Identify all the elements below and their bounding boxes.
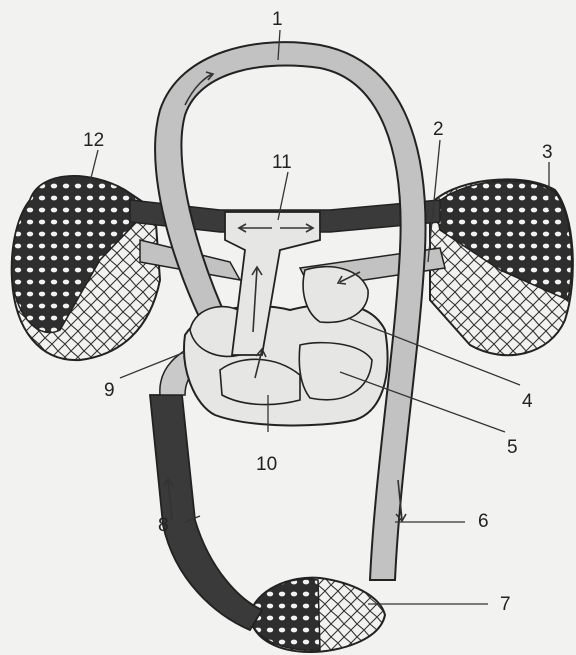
label-4: 4 [522,391,533,412]
label-10: 10 [256,454,277,475]
label-2: 2 [433,119,444,140]
label-12: 12 [83,130,104,151]
label-1: 1 [272,9,283,30]
label-7: 7 [500,594,511,615]
body-capillaries [250,578,385,652]
label-3: 3 [542,142,553,163]
right-lung-capillaries [430,179,573,355]
label-8: 8 [158,515,169,536]
label-11: 11 [272,152,292,173]
label-9: 9 [104,380,115,401]
label-6: 6 [478,511,489,532]
label-5: 5 [507,437,518,458]
